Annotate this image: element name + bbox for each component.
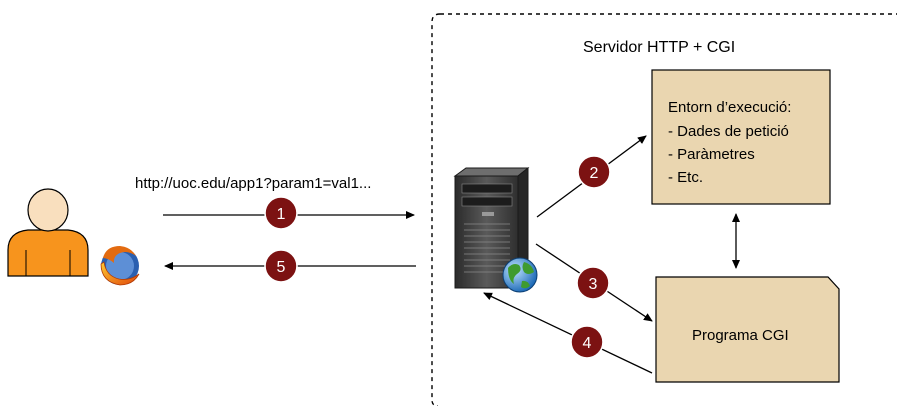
step-5-label: 5 [277,259,286,276]
step-4-badge: 4 [570,325,604,359]
step-3-label: 3 [589,276,598,293]
program-label: Programa CGI [692,327,789,344]
program-response-arrow [483,292,653,374]
environment-item-3: - Etc. [668,169,703,186]
step-1-badge: 1 [264,196,298,230]
globe-icon [502,257,538,293]
step-5-badge: 5 [264,249,298,283]
step-3-badge: 3 [576,266,610,300]
user-icon [7,188,89,277]
request-url: http://uoc.edu/app1?param1=val1... [135,175,371,192]
step-4-label: 4 [583,335,592,352]
firefox-icon [100,246,140,286]
step-2-badge: 2 [577,155,611,189]
server-group-title: Servidor HTTP + CGI [583,39,735,56]
step-2-label: 2 [590,165,599,182]
environment-item-1: - Dades de petició [668,123,789,140]
step-1-label: 1 [277,206,286,223]
server-group-boundary [431,13,897,406]
program-box [655,276,840,383]
environment-box [651,69,831,205]
environment-title: Entorn d’execució: [668,99,791,116]
environment-item-2: - Paràmetres [668,146,755,163]
